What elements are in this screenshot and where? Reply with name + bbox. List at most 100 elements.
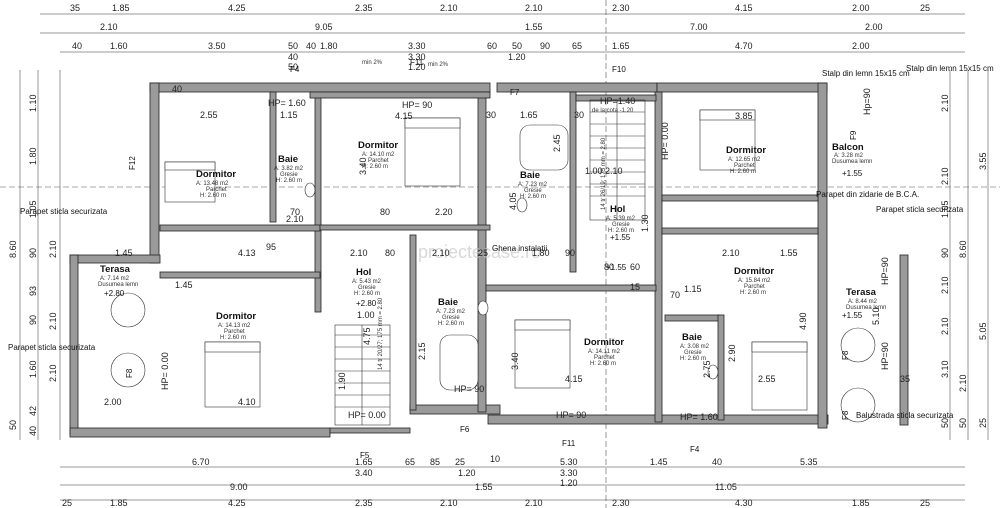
- svg-text:Dusumea lemn: Dusumea lemn: [98, 282, 138, 288]
- svg-text:3.40: 3.40: [358, 157, 368, 175]
- watermark-text: proiectecase.ro: [418, 242, 541, 262]
- svg-text:3.50: 3.50: [208, 41, 226, 51]
- svg-text:3.40: 3.40: [510, 352, 520, 370]
- svg-text:4.15: 4.15: [565, 374, 583, 384]
- furniture: [110, 109, 876, 423]
- svg-text:1.30: 1.30: [640, 214, 650, 232]
- svg-text:70: 70: [290, 207, 300, 217]
- svg-text:30: 30: [574, 110, 584, 120]
- svg-text:Dormitor: Dormitor: [584, 337, 624, 348]
- svg-text:2.55: 2.55: [200, 110, 218, 120]
- svg-text:H: 2.60 m: H: 2.60 m: [354, 291, 380, 297]
- svg-text:Terasa: Terasa: [846, 287, 877, 298]
- svg-text:95: 95: [266, 242, 276, 252]
- svg-text:65: 65: [572, 41, 582, 51]
- svg-text:2.75: 2.75: [702, 360, 712, 378]
- room-balcon: Balcon A: 3.28 m2 Dusumea lemn: [832, 142, 872, 165]
- svg-text:Baie: Baie: [682, 332, 702, 343]
- room-baie-3: Baie A: 7.23 m2 Gresie H: 2.60 m: [436, 297, 466, 327]
- svg-text:F12: F12: [128, 156, 137, 170]
- svg-text:1.60: 1.60: [110, 41, 128, 51]
- svg-text:6.70: 6.70: [192, 457, 210, 467]
- svg-text:1.45: 1.45: [175, 280, 193, 290]
- svg-text:H: 2.60 m: H: 2.60 m: [608, 228, 634, 234]
- svg-text:2.90: 2.90: [727, 344, 737, 362]
- svg-text:Parchet: Parchet: [734, 163, 755, 169]
- svg-text:1.20: 1.20: [408, 62, 426, 72]
- svg-text:F4: F4: [290, 65, 300, 74]
- svg-text:3.85: 3.85: [735, 111, 753, 121]
- svg-text:8.60: 8.60: [958, 240, 968, 258]
- svg-text:80: 80: [385, 248, 395, 258]
- svg-text:Terasa: Terasa: [100, 264, 131, 275]
- svg-text:Parchet: Parchet: [744, 284, 765, 290]
- svg-text:90: 90: [565, 248, 575, 258]
- notes: Stalp din lemn 15x15 cm Stalp din lemn 1…: [8, 60, 994, 420]
- svg-text:8.60: 8.60: [8, 240, 18, 258]
- room-baie-4: Baie A: 3.08 m2 Gresie H: 2.60 m: [680, 332, 710, 362]
- svg-text:2.00: 2.00: [852, 3, 870, 13]
- svg-text:HP=90: HP=90: [880, 257, 890, 285]
- svg-text:Dormitor: Dormitor: [358, 140, 398, 151]
- dimension-lines: [19, 13, 989, 501]
- svg-text:H: 2.60 m: H: 2.60 m: [730, 169, 756, 175]
- svg-text:60: 60: [487, 41, 497, 51]
- top-dims-2: 2.10 9.05 1.55 7.00 2.00: [100, 22, 883, 32]
- svg-text:1.85: 1.85: [852, 498, 870, 508]
- svg-text:1.05: 1.05: [28, 200, 38, 218]
- svg-text:Dusumea lemn: Dusumea lemn: [832, 159, 872, 165]
- svg-text:min 2%: min 2%: [428, 62, 449, 68]
- svg-text:A: 3.08 m2: A: 3.08 m2: [680, 344, 710, 350]
- svg-text:1.65: 1.65: [355, 457, 373, 467]
- svg-text:H: 2.60 m: H: 2.60 m: [200, 193, 226, 199]
- svg-text:5.05: 5.05: [978, 322, 988, 340]
- room-terasa-1: Terasa A: 7.14 m2 Dusumea lemn: [98, 264, 138, 288]
- svg-text:H: 2.60 m: H: 2.60 m: [740, 290, 766, 296]
- svg-text:H: 2.60 m: H: 2.60 m: [590, 361, 616, 367]
- svg-text:H: 2.60 m: H: 2.60 m: [680, 356, 706, 362]
- svg-text:2.10: 2.10: [350, 248, 368, 258]
- svg-text:2.10: 2.10: [605, 166, 623, 176]
- svg-text:Hol: Hol: [356, 267, 371, 278]
- svg-text:2.00: 2.00: [865, 22, 883, 32]
- svg-text:35: 35: [900, 374, 910, 384]
- svg-text:H: 2.60 m: H: 2.60 m: [438, 321, 464, 327]
- svg-text:1.00: 1.00: [585, 166, 603, 176]
- svg-text:4.25: 4.25: [228, 498, 246, 508]
- svg-text:A: 7.23 m2: A: 7.23 m2: [436, 309, 466, 315]
- svg-text:+1.55: +1.55: [606, 263, 627, 272]
- svg-text:25: 25: [62, 498, 72, 508]
- svg-text:Gresie: Gresie: [524, 188, 542, 194]
- svg-text:1.15: 1.15: [684, 284, 702, 294]
- svg-text:40: 40: [712, 457, 722, 467]
- svg-text:90: 90: [28, 315, 38, 325]
- svg-text:2.10: 2.10: [440, 498, 458, 508]
- svg-text:A: 14.10 m2: A: 14.10 m2: [362, 152, 395, 158]
- svg-text:3.55: 3.55: [978, 152, 988, 170]
- svg-text:HP= 1.60: HP= 1.60: [268, 98, 306, 108]
- svg-text:2.10: 2.10: [525, 498, 543, 508]
- room-terasa-2: Terasa A: 8.44 m2 Dusumea lemn: [846, 287, 886, 311]
- svg-text:1.80: 1.80: [320, 41, 338, 51]
- room-dormitor-3: Dormitor A: 12.65 m2 Parchet H: 2.60 m: [726, 145, 766, 175]
- svg-text:90: 90: [940, 248, 950, 258]
- svg-text:Balustrada sticla securizata: Balustrada sticla securizata: [856, 411, 954, 420]
- svg-text:3.30: 3.30: [560, 468, 578, 478]
- svg-text:4.15: 4.15: [735, 3, 753, 13]
- svg-text:HP= 0.00: HP= 0.00: [160, 352, 170, 390]
- svg-text:1.15: 1.15: [280, 110, 298, 120]
- svg-text:2.10: 2.10: [48, 240, 58, 258]
- svg-text:Gresie: Gresie: [442, 315, 460, 321]
- svg-text:+1.55: +1.55: [610, 233, 631, 242]
- svg-text:35: 35: [70, 3, 80, 13]
- svg-text:2.10: 2.10: [940, 317, 950, 335]
- svg-text:Parchet: Parchet: [224, 329, 245, 335]
- svg-text:H: 2.60 m: H: 2.60 m: [276, 178, 302, 184]
- svg-text:9.00: 9.00: [230, 482, 248, 492]
- svg-text:1.20: 1.20: [458, 468, 476, 478]
- svg-text:7.00: 7.00: [690, 22, 708, 32]
- svg-text:2.10: 2.10: [940, 276, 950, 294]
- svg-text:25: 25: [978, 418, 988, 428]
- svg-text:14 tr 26/19; 175 mm = 2.80: 14 tr 26/19; 175 mm = 2.80: [601, 137, 607, 210]
